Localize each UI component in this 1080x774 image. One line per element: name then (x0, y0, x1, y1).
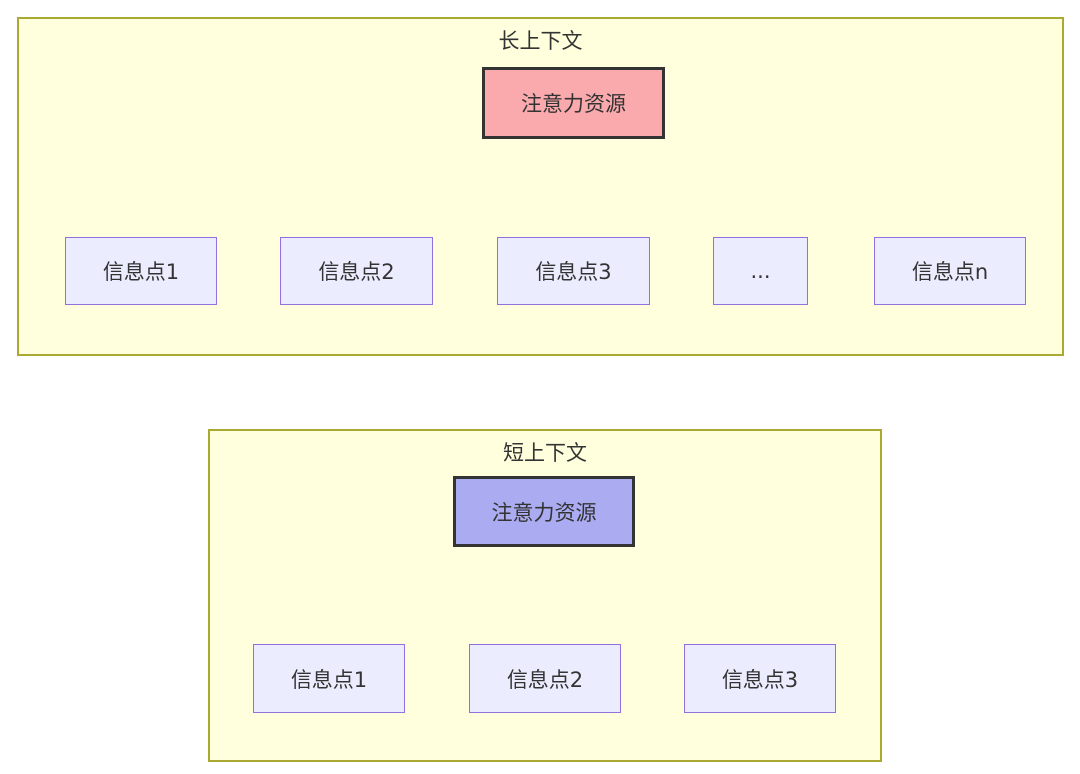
info-node-long-3: 信息点3 (497, 237, 650, 305)
info-node-long-1: 信息点1 (65, 237, 217, 305)
info-node-long-2: 信息点2 (280, 237, 433, 305)
info-node-long-ellipsis-label: ... (750, 259, 771, 283)
info-node-long-3-label: 信息点3 (535, 260, 612, 284)
info-node-long-2-label: 信息点2 (318, 260, 395, 284)
info-node-short-1: 信息点1 (253, 644, 405, 713)
info-node-long-1-label: 信息点1 (102, 260, 180, 284)
panel-short-context-title: 短上下文 (503, 441, 587, 465)
info-node-long-n: 信息点n (874, 237, 1026, 305)
attention-node-short: 注意力资源 (453, 476, 635, 547)
info-node-long-n-label: 信息点n (911, 260, 989, 284)
attention-node-long-label: 注意力资源 (521, 92, 626, 116)
info-node-short-2: 信息点2 (469, 644, 621, 713)
info-node-short-3: 信息点3 (684, 644, 836, 713)
attention-node-short-label: 注意力资源 (491, 500, 597, 525)
attention-node-long: 注意力资源 (482, 67, 665, 139)
info-node-short-1-label: 信息点1 (290, 667, 368, 692)
info-node-long-ellipsis: ... (713, 237, 808, 305)
panel-long-context-title: 长上下文 (498, 29, 583, 53)
info-node-short-2-label: 信息点2 (506, 667, 584, 692)
info-node-short-3-label: 信息点3 (721, 667, 799, 692)
